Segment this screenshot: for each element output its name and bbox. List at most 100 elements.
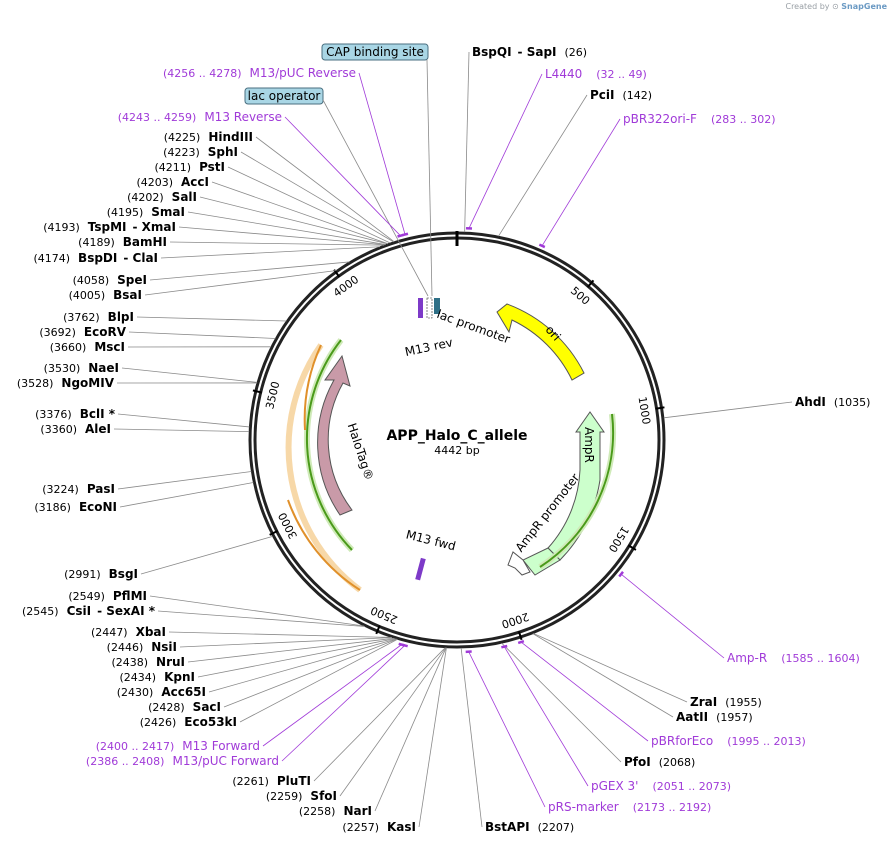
primer-name: M13/pUC Forward bbox=[172, 754, 279, 768]
site-label[interactable]: (4193)TspMI- XmaI bbox=[43, 220, 176, 234]
site-label[interactable]: (3376)BclI * bbox=[35, 407, 116, 421]
site-leader bbox=[121, 367, 258, 383]
primer-label[interactable]: pGEX 3'(2051 .. 2073) bbox=[591, 779, 731, 793]
site-label[interactable]: (2438)NruI bbox=[111, 655, 185, 669]
primer-site-mark bbox=[517, 639, 525, 645]
site-label[interactable]: (4223)SphI bbox=[163, 145, 238, 159]
site-leader bbox=[136, 316, 287, 322]
site-position: (26) bbox=[565, 46, 588, 59]
site-label[interactable]: (4195)SmaI bbox=[107, 205, 185, 219]
site-label[interactable]: (4189)BamHI bbox=[78, 235, 167, 249]
primer-leader bbox=[262, 644, 402, 747]
site-name: NruI bbox=[156, 655, 185, 669]
site-label[interactable]: (3186)EcoNI bbox=[34, 500, 117, 514]
primer-label[interactable]: (2400 .. 2417)M13 Forward bbox=[96, 739, 260, 753]
site-name: BspDI bbox=[78, 251, 117, 265]
site-label[interactable]: (2446)NsiI bbox=[107, 640, 177, 654]
site-label[interactable]: (3224)PasI bbox=[42, 482, 115, 496]
primer-label[interactable]: (4243 .. 4259)M13 Reverse bbox=[118, 110, 282, 124]
site-position: (1955) bbox=[725, 696, 762, 709]
cap-binding-site-box[interactable]: CAP binding site bbox=[321, 43, 429, 61]
ori-feature[interactable] bbox=[496, 303, 585, 381]
site-label[interactable]: (4174)BspDI- ClaI bbox=[33, 251, 158, 265]
primer-name: M13 Forward bbox=[182, 739, 260, 753]
site-label[interactable]: AatII(1957) bbox=[676, 710, 753, 724]
primer-site-mark bbox=[401, 643, 408, 648]
site-label[interactable]: (4058)SpeI bbox=[73, 273, 147, 287]
site-name: PfoI bbox=[624, 755, 651, 769]
primer-label[interactable]: pRS-marker(2173 .. 2192) bbox=[548, 800, 711, 814]
site-label[interactable]: (4005)BsaI bbox=[69, 288, 142, 302]
site-leader bbox=[169, 241, 385, 246]
tick-mark bbox=[586, 279, 595, 288]
primer-leader bbox=[284, 116, 401, 236]
primer-range: (32 .. 49) bbox=[596, 68, 647, 81]
site-label[interactable]: (2447)XbaI bbox=[91, 625, 166, 639]
site-leader bbox=[501, 642, 622, 763]
site-name: BsaI bbox=[113, 288, 142, 302]
site-label[interactable]: (3660)MscI bbox=[50, 340, 125, 354]
ampr-feature[interactable] bbox=[547, 411, 605, 561]
site-label[interactable]: (3360)AleI bbox=[40, 422, 111, 436]
site-name: BstAPI bbox=[485, 820, 530, 834]
site-label[interactable]: ZraI(1955) bbox=[690, 695, 762, 709]
site-leader bbox=[240, 151, 394, 243]
site-label[interactable]: (2991)BsgI bbox=[64, 567, 138, 581]
site-labels: BspQI- SapI(26) PciI(142) AhdI(1035) ZraI(1… bbox=[17, 45, 871, 834]
site-position: (4203) bbox=[136, 176, 173, 189]
primer-range: (1585 .. 1604) bbox=[781, 652, 860, 665]
site-position: (3692) bbox=[39, 326, 76, 339]
site-label[interactable]: (2430)Acc65I bbox=[117, 685, 206, 699]
primer-leader bbox=[468, 73, 543, 229]
ampr-promoter-arrowhead bbox=[507, 551, 531, 576]
site-label[interactable]: BstAPI(2207) bbox=[485, 820, 574, 834]
tick-mark bbox=[375, 625, 381, 635]
site-label[interactable]: (2258)NarI bbox=[299, 804, 372, 818]
site-name: SpeI bbox=[117, 273, 147, 287]
site-leader bbox=[197, 638, 396, 678]
site-label[interactable]: (4211)PstI bbox=[154, 160, 225, 174]
primer-label[interactable]: pBRforEco(1995 .. 2013) bbox=[651, 734, 806, 748]
site-leader bbox=[255, 136, 395, 243]
site-label[interactable]: (2545)CsiI- SexAI * bbox=[22, 604, 156, 618]
site-label[interactable]: (2257)KasI bbox=[342, 820, 416, 834]
site-label[interactable]: (3528)NgoMIV bbox=[17, 376, 115, 390]
site-leader bbox=[223, 638, 398, 708]
site-label[interactable]: (3530)NaeI bbox=[44, 361, 119, 375]
site-label[interactable]: (2426)Eco53kI bbox=[140, 715, 237, 729]
site-name: MscI bbox=[94, 340, 125, 354]
primer-label[interactable]: (2386 .. 2408)M13/pUC Forward bbox=[86, 754, 279, 768]
site-name: BamHI bbox=[123, 235, 167, 249]
primer-leader bbox=[520, 641, 649, 742]
site-position: (2426) bbox=[140, 716, 177, 729]
site-label[interactable]: (2428)SacI bbox=[148, 700, 221, 714]
site-label[interactable]: AhdI(1035) bbox=[795, 395, 870, 409]
m13-rev-label: M13 rev bbox=[404, 335, 454, 359]
site-position: (4195) bbox=[107, 206, 144, 219]
lac-operator-box[interactable]: lac operator bbox=[244, 87, 324, 105]
site-label[interactable]: (3692)EcoRV bbox=[39, 325, 126, 339]
primer-leader bbox=[281, 645, 406, 762]
primer-label[interactable]: pBR322ori-F(283 .. 302) bbox=[623, 112, 776, 126]
site-label[interactable]: (4225)HindIII bbox=[164, 130, 253, 144]
site-label[interactable]: (2261)PluTI bbox=[232, 774, 311, 788]
site-label[interactable]: (2549)PflMI bbox=[68, 589, 147, 603]
site-label[interactable]: (2259)SfoI bbox=[266, 789, 337, 803]
site-label[interactable]: BspQI- SapI(26) bbox=[472, 45, 587, 59]
site-label[interactable]: PfoI(2068) bbox=[624, 755, 695, 769]
site-name: BclI * bbox=[80, 407, 116, 421]
primer-label[interactable]: (4256 .. 4278)M13/pUC Reverse bbox=[163, 66, 356, 80]
site-label[interactable]: (4202)SalI bbox=[127, 190, 197, 204]
halotag-feature[interactable] bbox=[317, 354, 353, 516]
site-label[interactable]: (2434)KpnI bbox=[120, 670, 195, 684]
site-label[interactable]: (3762)BlpI bbox=[63, 310, 134, 324]
site-position: (2446) bbox=[107, 641, 144, 654]
site-leader bbox=[144, 270, 337, 296]
site-leader bbox=[211, 181, 389, 245]
primer-label[interactable]: Amp-R(1585 .. 1604) bbox=[727, 651, 860, 665]
site-position: (3224) bbox=[42, 483, 79, 496]
site-label[interactable]: (4203)AccI bbox=[136, 175, 209, 189]
site-label[interactable]: PciI(142) bbox=[590, 88, 652, 102]
site-name: AhdI bbox=[795, 395, 826, 409]
primer-label[interactable]: L4440(32 .. 49) bbox=[545, 67, 647, 81]
